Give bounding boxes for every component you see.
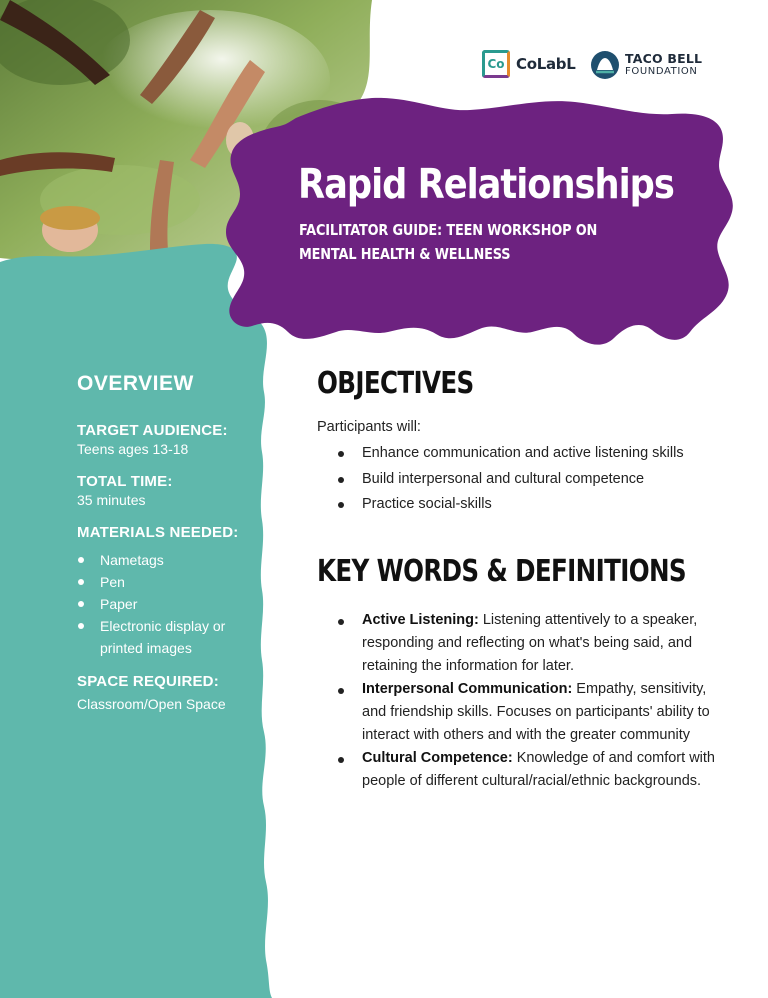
keyword-definition: Knowledge of and comfort with people of … [362,749,715,789]
materials-item: Pen [77,571,267,593]
keyword-definition: Listening attentively to a speaker, resp… [362,611,698,674]
header-background [226,97,733,345]
keyword-item: Interpersonal Communication: Empathy, se… [317,678,717,747]
objective-item: Enhance communication and active listeni… [317,441,727,467]
bell-icon [591,51,619,79]
keyword-term: Cultural Competence: [362,749,513,766]
main-content: OBJECTIVES Participants will: Enhance co… [317,366,727,793]
total-time-value: 35 minutes [77,492,146,508]
taco-bell-name: TACO BELL [625,50,703,66]
target-audience-label: TARGET AUDIENCE: [77,422,228,439]
overview-sidebar: OVERVIEW TARGET AUDIENCE: Teens ages 13-… [77,372,267,712]
materials-item: Nametags [77,549,267,571]
keyword-definition: Empathy, sensitivity, and friendship ski… [362,680,710,743]
materials-item: Electronic display or printed images [77,615,267,659]
overview-heading: OVERVIEW [77,372,194,395]
keyword-item: Active Listening: Listening attentively … [317,609,717,678]
space-required-value: Classroom/Open Space [77,696,226,712]
objectives-list: Enhance communication and active listeni… [317,441,727,518]
target-audience-value: Teens ages 13-18 [77,441,189,457]
keyword-term: Interpersonal Communication: [362,680,573,697]
objectives-heading: OBJECTIVES [317,366,474,401]
materials-list: Nametags Pen Paper Electronic display or… [77,549,267,659]
foundation-name: FOUNDATION [625,66,698,78]
page-title: Rapid Relationships [298,160,675,208]
keywords-list: Active Listening: Listening attentively … [317,609,717,793]
keyword-term: Active Listening: [362,611,479,628]
colabl-wordmark: CoLabL [516,55,576,73]
colabl-logo: Co CoLabL [482,50,576,78]
materials-label: MATERIALS NEEDED: [77,524,239,541]
taco-bell-foundation-logo: TACO BELL FOUNDATION [590,50,702,80]
sidebar-background [0,243,272,998]
materials-item: Paper [77,593,267,615]
total-time-label: TOTAL TIME: [77,473,173,490]
keyword-item: Cultural Competence: Knowledge of and co… [317,747,717,793]
objectives-intro: Participants will: [317,419,421,435]
keywords-heading: KEY WORDS & DEFINITIONS [317,553,687,589]
objective-item: Practice social-skills [317,492,727,518]
objective-item: Build interpersonal and cultural compete… [317,467,727,493]
space-required-label: SPACE REQUIRED: [77,673,219,690]
colabl-mark-icon: Co [482,50,510,78]
page-subtitle: FACILITATOR GUIDE: TEEN WORKSHOP ON MENT… [299,221,598,263]
